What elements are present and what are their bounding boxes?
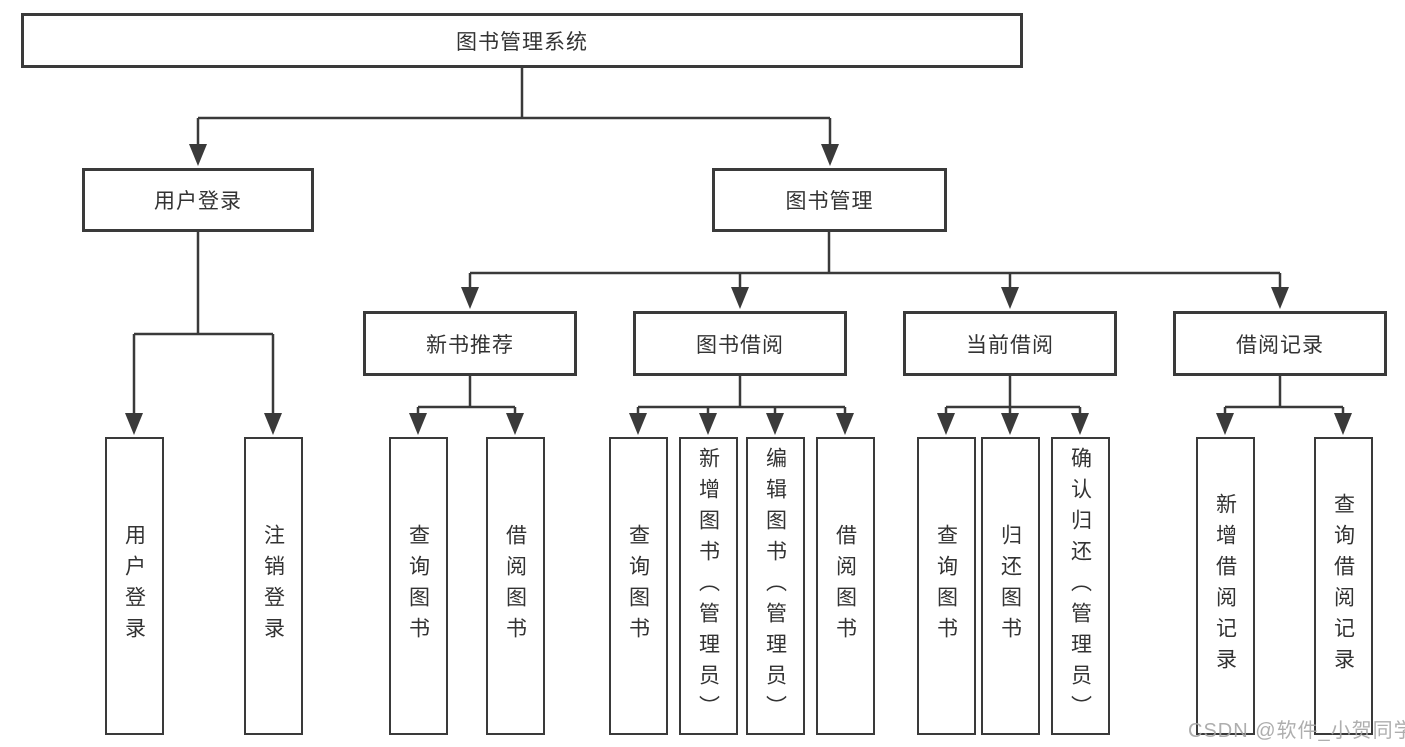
arrowhead-icon xyxy=(1071,413,1089,435)
node-book-borrowing: 图书借阅 xyxy=(633,311,847,376)
node-user-login: 用户登录 xyxy=(82,168,314,232)
node-leaf-borrow-books-2: 借阅图书 xyxy=(815,437,875,735)
node-leaf-user-login: 用户登录 xyxy=(104,437,164,735)
node-leaf-query-books-1: 查询图书 xyxy=(388,437,448,735)
node-leaf-add-borrow-record: 新增借阅记录 xyxy=(1195,437,1255,735)
arrowhead-icon xyxy=(629,413,647,435)
arrowhead-icon xyxy=(1216,413,1234,435)
node-borrowing-records: 借阅记录 xyxy=(1173,311,1387,376)
arrowhead-icon xyxy=(1001,287,1019,309)
arrowhead-icon xyxy=(506,413,524,435)
node-leaf-logout: 注销登录 xyxy=(243,437,303,735)
node-leaf-query-borrow-record: 查询借阅记录 xyxy=(1313,437,1373,735)
node-book-management: 图书管理 xyxy=(712,168,947,232)
arrowhead-icon xyxy=(125,413,143,435)
arrowhead-icon xyxy=(1001,413,1019,435)
node-new-book-recommend: 新书推荐 xyxy=(363,311,577,376)
arrowhead-icon xyxy=(1334,413,1352,435)
node-leaf-query-books-3: 查询图书 xyxy=(916,437,976,735)
arrowhead-icon xyxy=(766,413,784,435)
arrowhead-icon xyxy=(836,413,854,435)
node-leaf-edit-book-admin: 编辑图书（管理员） xyxy=(745,437,805,735)
node-current-borrowing: 当前借阅 xyxy=(903,311,1117,376)
node-leaf-add-book-admin: 新增图书（管理员） xyxy=(678,437,738,735)
node-leaf-confirm-return-admin: 确认归还（管理员） xyxy=(1050,437,1110,735)
arrowhead-icon xyxy=(699,413,717,435)
node-leaf-borrow-books-1: 借阅图书 xyxy=(485,437,545,735)
arrowhead-icon xyxy=(731,287,749,309)
arrowhead-icon xyxy=(189,144,207,166)
node-library-management-system: 图书管理系统 xyxy=(21,13,1023,68)
arrowhead-icon xyxy=(264,413,282,435)
arrowhead-icon xyxy=(409,413,427,435)
arrowhead-icon xyxy=(461,287,479,309)
csdn-watermark: CSDN @软件_小贺同学 xyxy=(1188,720,1405,742)
node-leaf-query-books-2: 查询图书 xyxy=(608,437,668,735)
arrowhead-icon xyxy=(821,144,839,166)
arrowhead-group xyxy=(125,144,1352,435)
arrowhead-icon xyxy=(1271,287,1289,309)
arrowhead-icon xyxy=(937,413,955,435)
node-leaf-return-book: 归还图书 xyxy=(980,437,1040,735)
